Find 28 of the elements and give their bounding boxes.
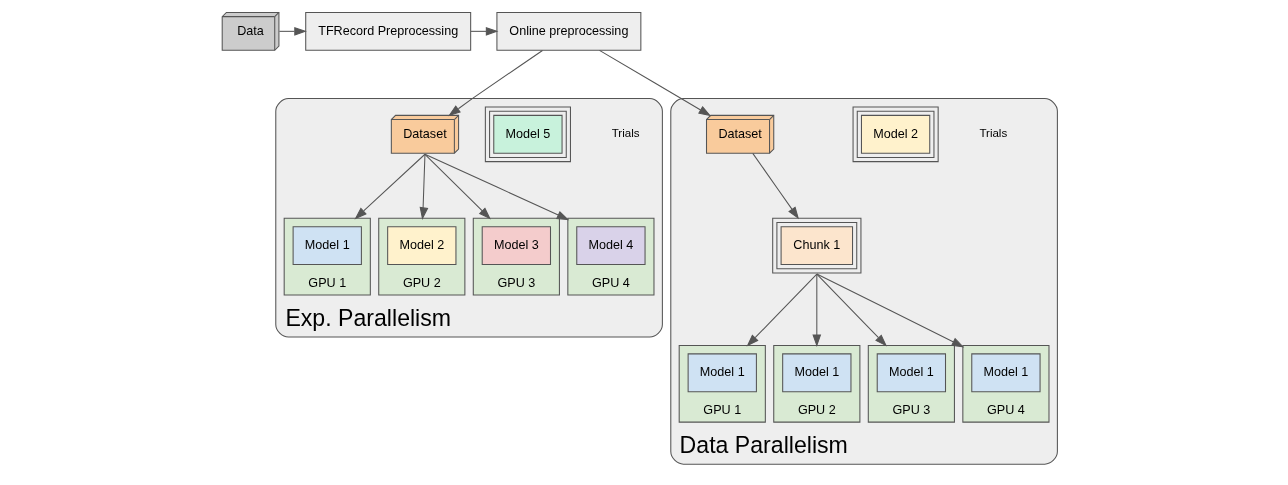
arrow [816, 273, 888, 347]
node-box: Model 1 [876, 353, 947, 393]
node-box: Model 2 [387, 226, 457, 266]
node-box: TFRecord Preprocessing [305, 11, 472, 51]
arrow [354, 153, 426, 220]
arrow [424, 153, 491, 220]
node-box: Model 1 [782, 353, 852, 393]
arrow [424, 153, 570, 221]
arrow [598, 49, 712, 117]
arrow [419, 153, 429, 220]
node-box: Model 4 [576, 226, 646, 266]
arrow [470, 26, 499, 36]
arrow [752, 152, 800, 220]
node-box: Online preprocessing [496, 11, 642, 51]
arrow [448, 49, 543, 117]
arrow [278, 26, 307, 36]
node-label: Trials [979, 127, 1008, 140]
node-box: Model 1 [292, 226, 362, 266]
node-box: Model 2 [852, 106, 939, 163]
node-box: Chunk 1 [772, 217, 862, 274]
arrow [746, 273, 818, 347]
node-box: Model 3 [481, 226, 552, 266]
node-label: Trials [611, 127, 640, 140]
node-box: Model 5 [484, 106, 571, 163]
node-box: Model 1 [687, 353, 757, 393]
arrow [812, 273, 822, 348]
node-box: Model 1 [971, 353, 1041, 393]
arrow [816, 273, 965, 348]
